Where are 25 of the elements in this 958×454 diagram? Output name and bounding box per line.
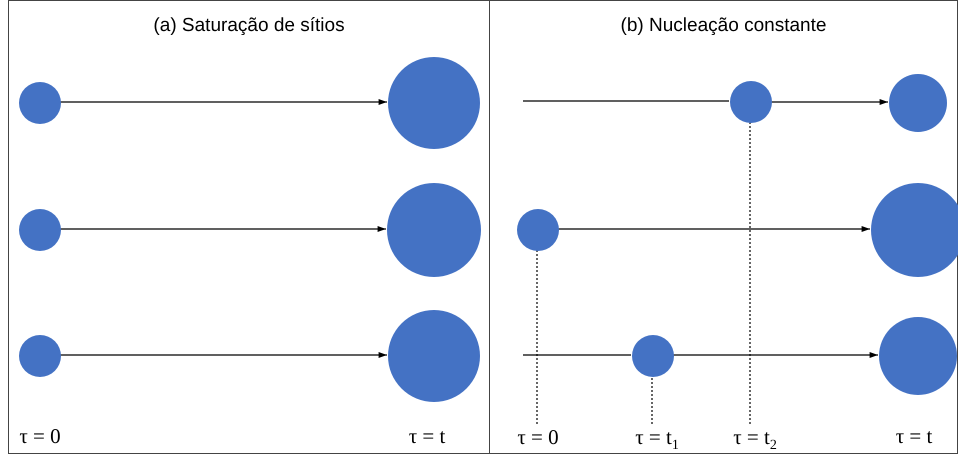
arrow <box>771 99 888 105</box>
time-label: τ = t <box>408 424 446 448</box>
particle-circle <box>19 82 61 124</box>
panel <box>489 0 958 454</box>
panel <box>8 0 490 454</box>
arrow <box>60 226 386 232</box>
arrow <box>60 352 387 358</box>
time-label: τ = t$_{2}$ <box>723 425 787 451</box>
time-label: τ = t <box>894 424 934 448</box>
arrow <box>558 226 870 232</box>
panel-title: (b) Nucleação constante <box>620 15 828 37</box>
leader-line <box>749 122 751 424</box>
time-label: τ = 0 <box>508 425 568 451</box>
arrow <box>673 352 878 358</box>
arrow <box>60 99 387 105</box>
particle-circle <box>19 209 61 251</box>
particle-circle <box>632 335 674 377</box>
particle-circle <box>730 81 772 123</box>
particle-circle <box>19 335 61 377</box>
panel-title: (a) Saturação de sítios <box>152 15 346 37</box>
time-label: τ = t$_{1}$ <box>625 425 689 451</box>
time-label: τ = 0 <box>18 424 62 448</box>
leader-line <box>651 376 653 424</box>
leader-line <box>536 250 538 424</box>
particle-circle <box>517 209 559 251</box>
